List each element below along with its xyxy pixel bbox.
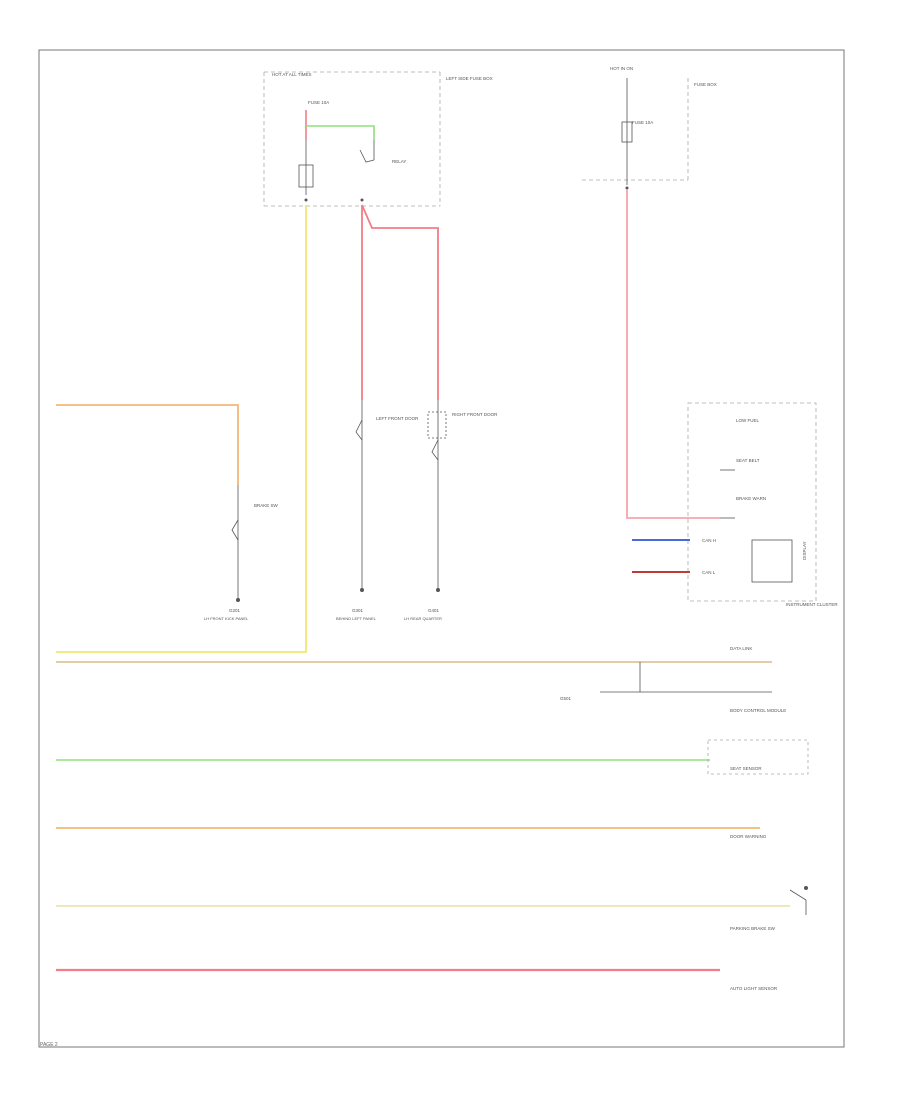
bus-label-6: AUTO LIGHT SENSOR xyxy=(730,986,778,991)
bus-label-5: PARKING BRAKE SW xyxy=(730,926,776,931)
wire-orange xyxy=(56,404,239,485)
cluster-conn-2: CAN L xyxy=(702,570,716,575)
switch-3-label: RIGHT FRONT DOOR xyxy=(452,412,498,417)
ground-3-desc: LH REAR QUARTER xyxy=(404,616,442,621)
cluster-title: INSTRUMENT CLUSTER xyxy=(786,602,838,607)
cluster-item-1: LOW FUEL xyxy=(736,418,760,423)
top-module-title: HOT AT ALL TIMES xyxy=(272,72,312,77)
wire-yellow xyxy=(56,205,307,653)
switch-brake: BRAKE SW G201 LH FRONT KICK PANEL xyxy=(204,485,279,621)
switch-2-label: LEFT FRONT DOOR xyxy=(376,416,419,421)
wire-red-2 xyxy=(361,204,439,400)
cluster-item-2: SEAT BELT xyxy=(736,458,760,463)
cluster-side: DISPLAY xyxy=(802,541,807,560)
instrument-cluster: LOW FUEL SEAT BELT BRAKE WARN DISPLAY IN… xyxy=(687,402,838,607)
top-fuse-box: HOT AT ALL TIMES LEFT SIDE FUSE BOX FUSE… xyxy=(263,71,493,207)
switch-1-label: BRAKE SW xyxy=(254,503,279,508)
ground-1-desc: LH FRONT KICK PANEL xyxy=(204,616,249,621)
diagram-border xyxy=(38,49,845,1048)
top-right-side: FUSE BOX xyxy=(694,82,717,87)
cluster-item-3: BRAKE WARN xyxy=(736,496,766,501)
top-right-title: HOT IN ON xyxy=(610,66,633,71)
bus-label-4: DOOR WARNING xyxy=(730,834,767,839)
ground-4-label: G501 xyxy=(560,696,572,701)
bus-label-2: BODY CONTROL MODULE xyxy=(730,708,786,713)
top-module-side: LEFT SIDE FUSE BOX xyxy=(446,76,493,81)
switch-right-door: RIGHT FRONT DOOR G401 LH REAR QUARTER xyxy=(404,400,498,621)
bus-label-3: SEAT SENSOR xyxy=(730,766,762,771)
parking-switch xyxy=(789,889,807,915)
ground-1-label: G201 xyxy=(229,608,241,613)
top-right-fuse-label: FUSE 10A xyxy=(632,120,653,125)
page-footer: PAGE 2 xyxy=(40,1042,58,1048)
ground-2-label: G301 xyxy=(352,608,364,613)
top-fuse-label: FUSE 10A xyxy=(308,100,329,105)
top-right-fuse-box: HOT IN ON FUSE BOX FUSE 10A xyxy=(582,66,717,190)
ground-3-label: G401 xyxy=(428,608,440,613)
ground-2-desc: BEHIND LEFT PANEL xyxy=(336,616,377,621)
switch-left-door: LEFT FRONT DOOR G301 BEHIND LEFT PANEL xyxy=(336,400,419,621)
top-relay-label: RELAY xyxy=(392,159,406,164)
wire-pink-cluster xyxy=(626,190,720,519)
bus-label-1: DATA LINK xyxy=(730,646,752,651)
seat-sensor-box xyxy=(707,739,809,775)
cluster-conn-1: CAN H xyxy=(702,538,716,543)
